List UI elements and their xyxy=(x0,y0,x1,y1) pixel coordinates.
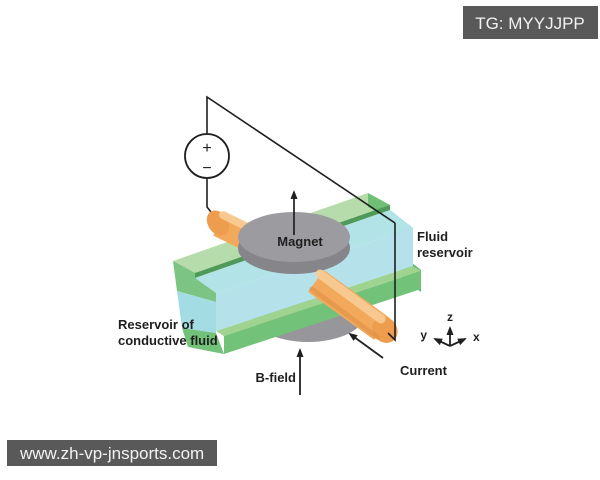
watermark-telegram: TG: MYYJJPP xyxy=(463,6,598,39)
current-arrow xyxy=(348,332,384,359)
magnet-label: Magnet xyxy=(277,234,323,249)
wire-source-to-right xyxy=(206,95,396,224)
coordinate-axes: z y x xyxy=(420,310,480,347)
wire-right-to-electrode xyxy=(387,223,396,342)
magnet-shape xyxy=(238,212,350,274)
conductive-fluid-label-line2: conductive fluid xyxy=(118,333,218,348)
magnet-top xyxy=(238,212,350,262)
fluid-reservoir-label-line2: reservoir xyxy=(417,245,473,260)
watermark-telegram-text: TG: MYYJJPP xyxy=(475,14,585,33)
conductive-fluid-label-line1: Reservoir of xyxy=(118,317,195,332)
axis-y-label: y xyxy=(420,328,427,342)
voltage-source: + − xyxy=(184,133,230,179)
plus-sign: + xyxy=(202,140,211,157)
axis-x-label: x xyxy=(473,330,480,344)
wire-source-to-electrode xyxy=(206,178,212,213)
bottom-slab-front-face xyxy=(224,271,421,354)
axis-x xyxy=(449,338,467,347)
top-plate-left-face xyxy=(173,261,216,302)
bottom-slab-left-face xyxy=(182,328,224,354)
bottom-slab-ledge xyxy=(216,266,421,336)
fluid-left-face xyxy=(177,291,216,333)
axis-z-label: z xyxy=(447,310,453,324)
axis-y xyxy=(433,338,451,347)
current-label: Current xyxy=(400,363,448,378)
fluid-front-face xyxy=(216,228,413,331)
watermark-website: www.zh-vp-jnsports.com xyxy=(7,440,217,466)
minus-sign: − xyxy=(202,160,211,177)
watermark-website-text: www.zh-vp-jnsports.com xyxy=(19,444,204,463)
fluid-reservoir-label-line1: Fluid xyxy=(417,229,448,244)
b-field-label: B-field xyxy=(256,370,297,385)
